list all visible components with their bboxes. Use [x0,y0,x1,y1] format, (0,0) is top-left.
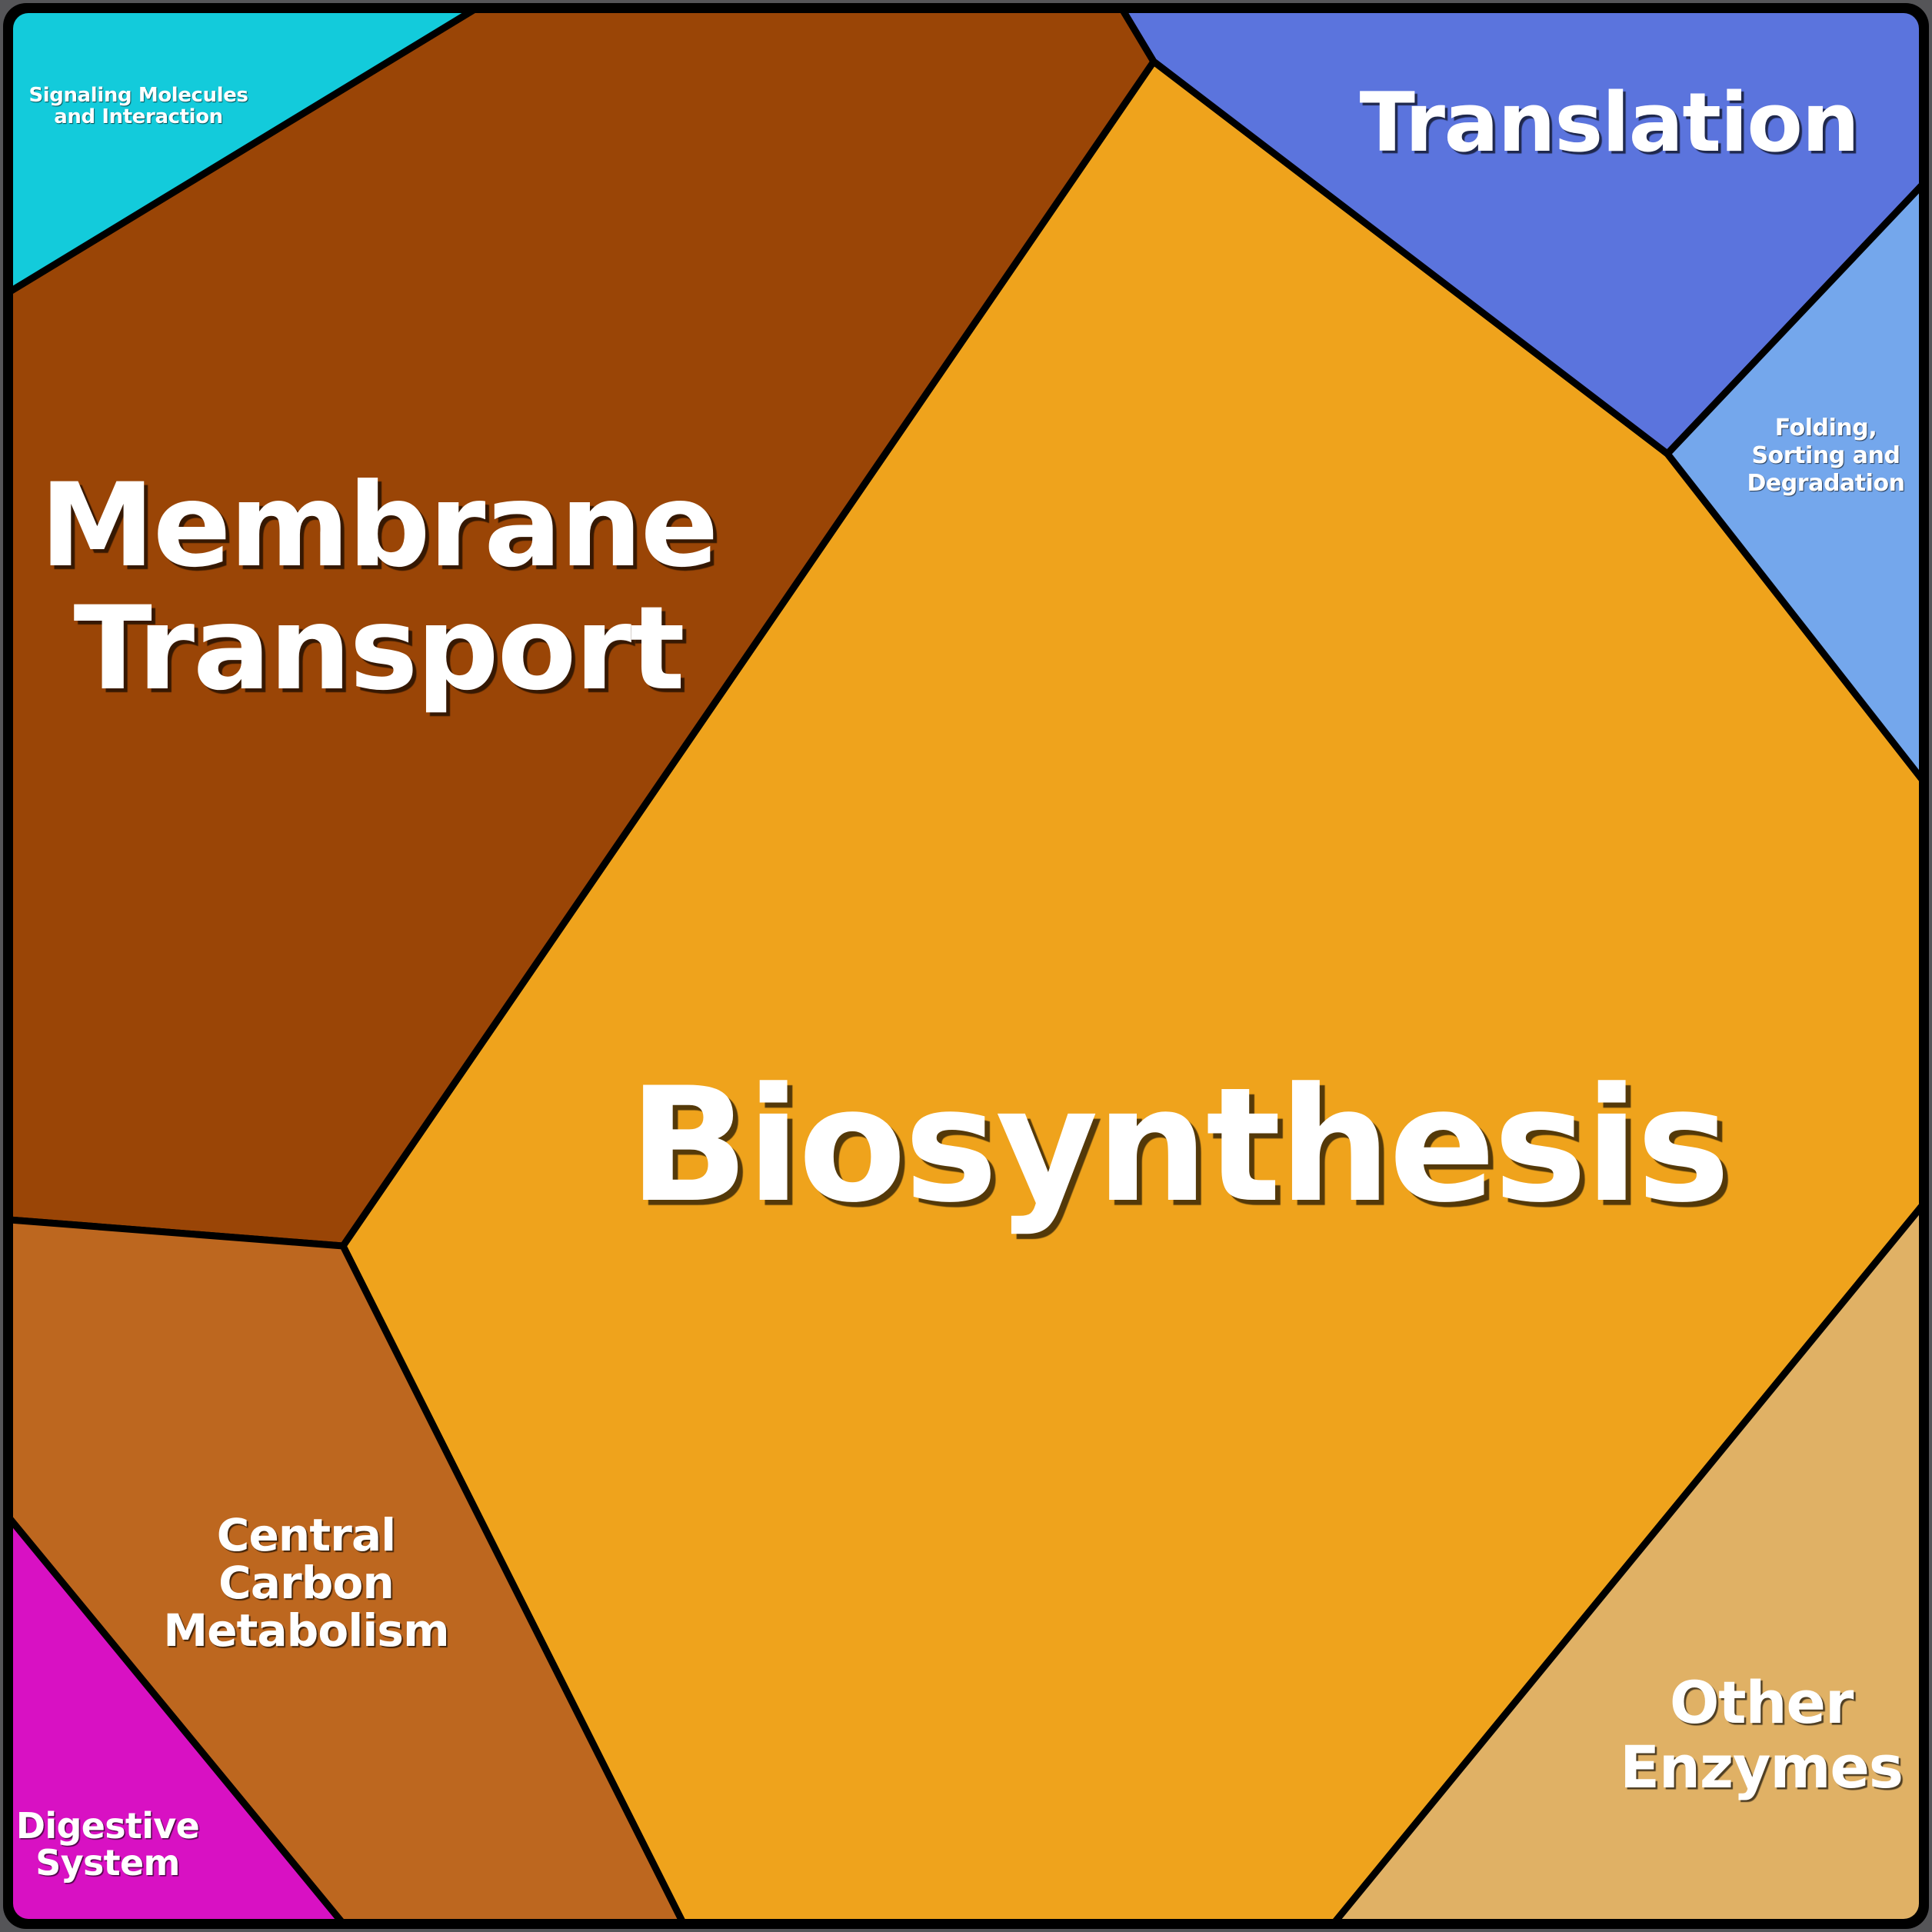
region-digestive-system[interactable] [0,1503,354,1932]
label-central-carbon-line1: Central [217,1509,395,1561]
label-membrane-transport-line2: Transport [74,582,684,716]
label-folding-line1: Folding, [1775,415,1877,441]
label-signaling-line1: Signaling Molecules [28,84,248,107]
label-membrane-transport-line1: Membrane [40,459,717,593]
label-biosynthesis: Biosynthesis [628,1054,1727,1237]
label-folding-line3: Degradation [1747,470,1904,497]
label-other-enzymes-line1: Other [1670,1668,1854,1737]
region-folding-sorting-degradation[interactable] [1664,171,1932,796]
label-other-enzymes-line2: Enzymes [1620,1733,1903,1801]
label-signaling-line2: and Interaction [54,105,223,128]
label-translation: Translation [1360,75,1859,170]
label-digestive-line2: System [35,1842,179,1884]
label-folding-line2: Sorting and [1751,442,1900,469]
region-signaling-molecules[interactable] [0,0,494,301]
label-digestive-line1: Digestive [16,1805,199,1847]
region-central-carbon-metabolism[interactable] [0,1215,691,1932]
label-central-carbon-line2: Carbon [218,1557,394,1609]
label-central-carbon-line3: Metabolism [163,1604,448,1657]
region-other-enzymes[interactable] [1323,1190,1932,1932]
